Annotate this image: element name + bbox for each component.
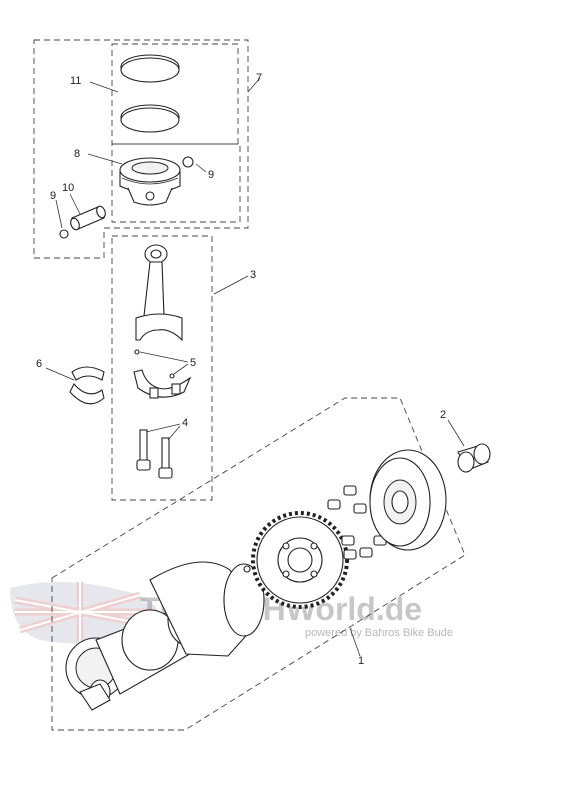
crankshaft <box>65 561 265 711</box>
circlip-right <box>182 156 194 168</box>
callout-11: 11 <box>70 75 81 87</box>
circlip-left <box>59 229 69 239</box>
callout-5: 5 <box>190 357 196 369</box>
callout-4: 4 <box>182 417 188 429</box>
big-end-bearing-shells <box>69 366 105 405</box>
gudgeon-pin <box>70 205 106 231</box>
watermark-tagline: powered by Bahros Bike Bude <box>305 627 453 639</box>
callout-10: 10 <box>62 182 74 194</box>
callout-9-left: 9 <box>50 190 56 202</box>
timing-gear <box>251 511 349 609</box>
callout-8: 8 <box>74 148 80 160</box>
callout-3: 3 <box>250 269 256 281</box>
callout-6: 6 <box>36 358 42 370</box>
needle-roller-bearing <box>457 443 491 473</box>
connecting-rod-cap <box>133 369 192 399</box>
callout-9-right: 9 <box>208 169 214 181</box>
callout-2: 2 <box>440 409 446 421</box>
group-outline-connecting-rod <box>111 235 213 501</box>
gear-locating-dowel <box>243 565 251 573</box>
flywheel-disc <box>369 449 447 551</box>
dowel-upper <box>134 349 140 355</box>
callout-1: 1 <box>358 655 364 667</box>
flywheel-bolts <box>327 485 387 560</box>
group-outline-crankshaft <box>51 397 466 731</box>
piston-rings <box>120 54 180 133</box>
callout-7: 7 <box>256 72 262 84</box>
conrod-bolts <box>136 429 173 479</box>
group-outline-piston-assembly <box>33 39 249 259</box>
dowel-lower <box>169 373 175 379</box>
leader-lines <box>45 77 465 657</box>
piston <box>119 157 181 206</box>
connecting-rod <box>135 244 183 342</box>
